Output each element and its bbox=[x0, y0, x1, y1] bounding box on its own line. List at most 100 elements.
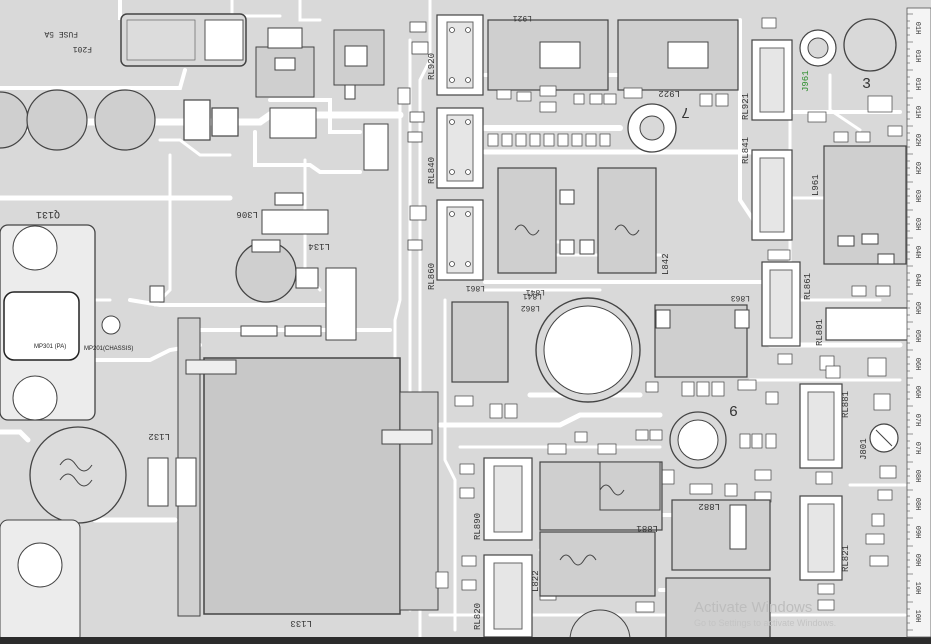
mounting-hole-7: 7 bbox=[627, 103, 690, 153]
l306-designator: L306 bbox=[236, 209, 258, 219]
hole-number-7: 7 bbox=[681, 103, 690, 120]
inductor-l921: L921 bbox=[487, 13, 609, 91]
relay-rl881: RL881 bbox=[799, 383, 851, 469]
relay-rl821: RL821 bbox=[799, 495, 851, 581]
l132-designator: L132 bbox=[148, 431, 170, 441]
l841-designator: L841 bbox=[526, 287, 545, 296]
relay-rl820: RL820 bbox=[473, 554, 533, 638]
ruler-label: 04H bbox=[913, 274, 921, 287]
rl821-designator: RL821 bbox=[841, 545, 851, 572]
capacitor-row bbox=[0, 89, 239, 151]
l922-designator: L922 bbox=[658, 88, 680, 98]
inductor-l841: L842 L841 L861 bbox=[466, 167, 671, 296]
watermark-subtitle: Go to Settings to activate Windows. bbox=[694, 618, 836, 628]
ruler-label: 07H bbox=[913, 442, 921, 455]
l863-designator: L863 bbox=[731, 293, 750, 302]
ruler-label: 02H bbox=[913, 134, 921, 147]
mounting-hole-3: 3 bbox=[843, 18, 897, 93]
smd-components-b bbox=[487, 85, 729, 147]
ruler-label: 01H bbox=[913, 22, 921, 35]
rl840-designator: RL840 bbox=[427, 157, 437, 184]
relay-rl920: RL920 bbox=[427, 14, 484, 96]
smd-components-a bbox=[397, 21, 429, 251]
hole-number-9: 9 bbox=[729, 401, 738, 418]
transformer-main: L133 bbox=[177, 317, 439, 628]
ruler-label: 02H bbox=[913, 162, 921, 175]
ruler-label: 04H bbox=[913, 246, 921, 259]
rl920-designator: RL920 bbox=[427, 53, 437, 80]
smd-components-e bbox=[761, 17, 903, 611]
inductor-l922: L922 bbox=[617, 19, 739, 98]
ruler-label: 06H bbox=[913, 358, 921, 371]
relay-rl801: RL801 bbox=[815, 307, 909, 346]
l921-designator: L921 bbox=[513, 13, 532, 22]
inductor-l961: L961 bbox=[811, 145, 907, 265]
q131-designator: Q131 bbox=[36, 208, 60, 219]
ruler-label: 09H bbox=[913, 554, 921, 567]
ruler-label: 10H bbox=[913, 610, 921, 623]
l882-designator: L882 bbox=[698, 501, 720, 511]
rl921-designator: RL921 bbox=[741, 93, 751, 120]
watermark-title: Activate Windows bbox=[694, 599, 812, 616]
ruler-label: 05H bbox=[913, 302, 921, 315]
fuse-rating: FUSE 5A bbox=[44, 29, 78, 38]
ruler-label: 05H bbox=[913, 330, 921, 343]
relay-pins bbox=[449, 27, 471, 267]
regulator-block bbox=[255, 27, 389, 171]
ruler-label: 01H bbox=[913, 78, 921, 91]
fuse-f201: F201 FUSE 5A bbox=[44, 13, 247, 67]
relay-rl921: RL921 bbox=[741, 39, 793, 121]
ruler-label: 01H bbox=[913, 106, 921, 119]
rl881-designator: RL881 bbox=[841, 391, 851, 418]
rl841-designator: RL841 bbox=[741, 137, 751, 164]
ruler-label: 08H bbox=[913, 498, 921, 511]
l862-designator: L862 bbox=[521, 303, 540, 312]
transistor-q131: Q131 MP301 (PA) bbox=[0, 208, 96, 421]
rl890-designator: RL890 bbox=[473, 513, 483, 540]
inductor-l862: L862 L863 L841 bbox=[451, 291, 750, 403]
bottom-edge-strip bbox=[0, 637, 931, 644]
rl861-designator: RL861 bbox=[803, 273, 813, 300]
l134-designator: L134 bbox=[308, 241, 330, 251]
rl860-designator: RL860 bbox=[427, 263, 437, 290]
l861-designator: L861 bbox=[466, 283, 485, 292]
fuse-designator: F201 bbox=[73, 44, 92, 53]
inductor-l882: L882 bbox=[671, 499, 771, 571]
inductor-l134: L134 bbox=[149, 239, 357, 341]
mp301-label: MP301 (PA) bbox=[34, 344, 66, 350]
l133-designator: L133 bbox=[290, 618, 312, 628]
lower-left-hole bbox=[17, 542, 63, 588]
relay-rl890: RL890 bbox=[473, 457, 533, 541]
ruler-label: 03H bbox=[913, 190, 921, 203]
ruler-label: 06H bbox=[913, 386, 921, 399]
inductor-l822: L822 bbox=[531, 531, 771, 644]
mounting-hole-9: 9 bbox=[669, 401, 738, 469]
ruler-label: 10H bbox=[913, 582, 921, 595]
j801-designator: J801 bbox=[859, 438, 869, 460]
inductor-l306: L306 bbox=[236, 192, 329, 235]
j961-designator: J961 bbox=[801, 70, 811, 92]
mp201-label: MP201(CHASSIS) bbox=[84, 346, 133, 352]
hole-number-3: 3 bbox=[862, 76, 871, 93]
smd-components-c bbox=[454, 379, 779, 503]
l961-designator: L961 bbox=[811, 174, 821, 196]
rl801-designator: RL801 bbox=[815, 319, 825, 346]
l822-designator: L822 bbox=[531, 570, 541, 592]
l842-designator: L842 bbox=[661, 253, 671, 275]
mp201-hole bbox=[101, 315, 121, 335]
inductor-l881: L881 bbox=[539, 461, 663, 533]
ruler-label: 03H bbox=[913, 218, 921, 231]
connector-j961: J961 bbox=[799, 29, 837, 92]
ruler-label: 07H bbox=[913, 414, 921, 427]
ruler-label: 09H bbox=[913, 526, 921, 539]
ruler-label: 01H bbox=[913, 50, 921, 63]
relay-rl861: RL861 bbox=[761, 261, 813, 347]
rl820-designator: RL820 bbox=[473, 603, 483, 630]
right-edge-ruler: 01H 01H 01H 01H 02H 02H 03H 03H 04H 04H 05H 05H 06H 0… bbox=[906, 7, 931, 638]
l881-designator: L881 bbox=[636, 523, 658, 533]
relay-rl841: RL841 bbox=[741, 137, 793, 241]
ruler-label: 08H bbox=[913, 470, 921, 483]
connector-j801: J801 bbox=[859, 423, 899, 460]
l841b-designator: L841 bbox=[523, 291, 542, 300]
